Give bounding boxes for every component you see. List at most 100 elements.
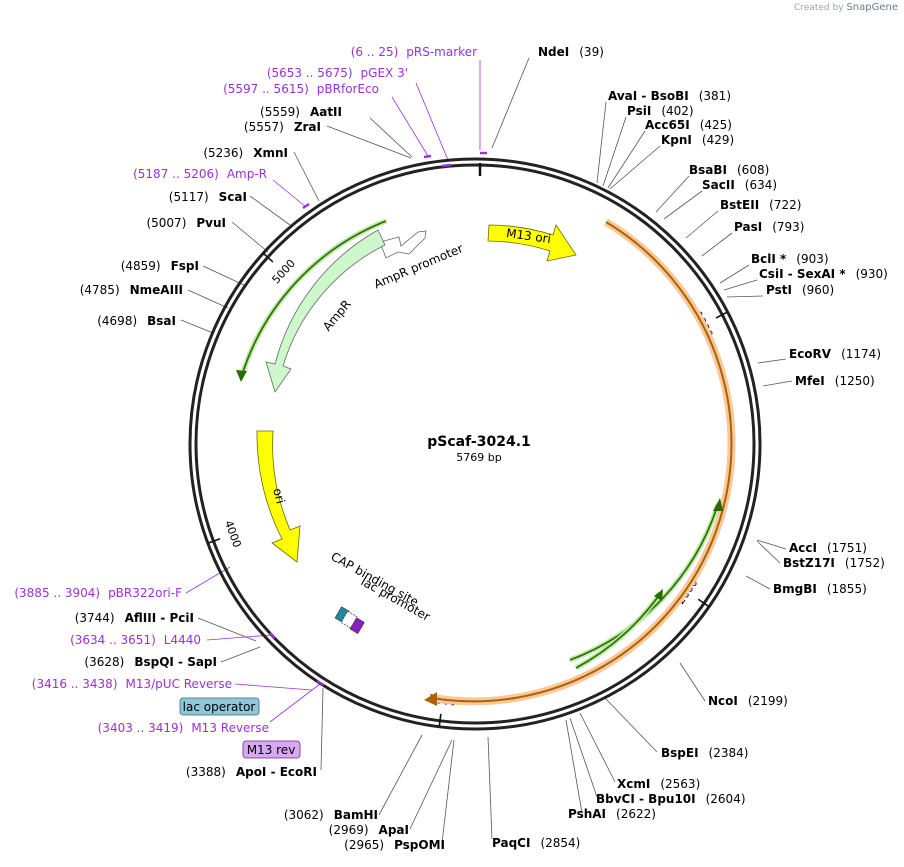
site-pasi: PasI(793)	[734, 220, 804, 234]
site-name: NmeAIII	[130, 283, 183, 297]
site-afliii-pcii: (3744)AflIII - PciI	[75, 611, 194, 625]
tick-3000	[438, 713, 442, 727]
site-position: (2384)	[709, 746, 749, 760]
site-name: ApaI	[379, 823, 409, 837]
green-primer-c-head	[236, 370, 247, 382]
site-acci: AccI(1751)	[789, 541, 867, 555]
primer-m13-puc-reverse: (3416 .. 3438)M13/pUC Reverse	[32, 677, 232, 691]
site-name: AccI	[789, 541, 817, 555]
site-position: (793)	[772, 220, 804, 234]
site-position: (2563)	[660, 777, 700, 791]
site-label-sacii: SacII(634)	[702, 178, 777, 192]
site-position: (5117)	[169, 190, 209, 204]
site-position: (3628)	[84, 655, 124, 669]
connector-zrai	[326, 125, 412, 159]
site-position: (608)	[737, 163, 769, 177]
backbone-outer	[188, 157, 762, 731]
connector-amp-r	[272, 179, 307, 208]
site-name: BbvCI - Bpu10I	[596, 792, 696, 806]
site-ndei: NdeI (39)	[538, 45, 604, 59]
connector-afliii	[197, 617, 257, 642]
site-name: BamHI	[334, 808, 378, 822]
connector-ecorv	[757, 358, 787, 364]
site-psii: PsiI(402)	[627, 104, 694, 118]
site-name: BclI *	[751, 252, 787, 266]
orange-arc-head	[424, 692, 437, 706]
site-label-bsteii: BstEII(722)	[720, 198, 801, 212]
site-label-aatii: (5559)AatII	[260, 105, 342, 119]
site-label-acci: AccI(1751)	[789, 541, 867, 555]
primer-name: Amp-R	[227, 167, 267, 181]
tick-2000	[697, 598, 710, 608]
site-name: AatII	[310, 105, 342, 119]
site-label-kpni: KpnI(429)	[661, 133, 734, 147]
lac-operator-box	[179, 697, 260, 716]
primer-name: pBR322ori-F	[108, 586, 182, 600]
site-name: EcoRV	[789, 347, 832, 361]
site-name: NdeI	[538, 45, 569, 59]
primer-name: M13/pUC Reverse	[126, 677, 233, 691]
tick-1000	[715, 311, 728, 319]
connector-xcmi	[579, 712, 616, 783]
connector-l4440	[206, 634, 272, 641]
site-position: (381)	[699, 89, 731, 103]
left-site-labels: (5559)AatII(5557)ZraI(5236)XmnI(5117)Sca…	[75, 105, 445, 852]
site-zrai: (5557)ZraI	[244, 120, 321, 134]
lac-region-features	[334, 606, 365, 634]
connector-kpni	[609, 145, 661, 190]
site-name: AvaI - BsoBI	[608, 89, 689, 103]
site-name: ZraI	[294, 120, 321, 134]
site-csii-sexai: CsiI - SexAI *(930)	[759, 267, 888, 281]
site-bcli: BclI *(903)	[751, 252, 829, 266]
site-name: CsiI - SexAI *	[759, 267, 846, 281]
site-name: PstI	[766, 283, 792, 297]
connector-pshai	[565, 719, 583, 814]
site-paqci: PaqCI(2854)	[492, 836, 580, 850]
site-label-ecorv: EcoRV(1174)	[789, 347, 881, 361]
site-name: SacII	[702, 178, 735, 192]
site-position: (2622)	[616, 807, 656, 821]
green-primer-c	[241, 220, 387, 376]
site-position: (39)	[579, 45, 604, 59]
feature-ori-label: ori	[270, 487, 288, 506]
site-name: BspEI	[661, 746, 699, 760]
site-ecorv: EcoRV(1174)	[789, 347, 881, 361]
connector-scai	[249, 195, 291, 226]
site-name: MfeI	[795, 374, 825, 388]
site-label-paqci: PaqCI(2854)	[492, 836, 580, 850]
site-kpni: KpnI(429)	[661, 133, 734, 147]
site-acc65i: Acc65I(425)	[645, 118, 732, 132]
site-label-bstz17i: BstZ17I(1752)	[783, 556, 885, 570]
primer-range: (6 .. 25)	[351, 45, 399, 59]
site-label-xcmi: XcmI(2563)	[617, 777, 700, 791]
primer-marks	[269, 151, 487, 687]
plasmid-name: pScaf-3024.1	[427, 434, 531, 450]
connector-acci	[756, 539, 787, 550]
site-name: PsiI	[627, 104, 651, 118]
lac-operator-label: lac operator	[183, 700, 256, 714]
site-name: PaqCI	[492, 836, 530, 850]
site-label-ndei: NdeI (39)	[538, 45, 604, 59]
site-name: XmnI	[253, 146, 288, 160]
site-position: (2199)	[748, 694, 788, 708]
site-position: (2969)	[329, 823, 369, 837]
connector-avai	[596, 101, 607, 184]
connector-nmeaiii	[187, 289, 229, 309]
primer-range: (3885 .. 3904)	[14, 586, 100, 600]
connector-bbvci	[569, 717, 598, 798]
site-pspomi: (2965)PspOMI	[344, 838, 445, 852]
feature-m13-ori-arrow	[487, 224, 577, 262]
site-bstz17i: BstZ17I(1752)	[783, 556, 885, 570]
feature-ampr-promoter-arrow	[379, 230, 427, 259]
connector-pvui	[231, 221, 269, 253]
site-label-bmgbi: BmgBI(1855)	[773, 582, 867, 596]
site-bbvci-bpu10i: BbvCI - Bpu10I(2604)	[596, 792, 746, 806]
feature-ori-arrow	[256, 430, 301, 563]
site-position: (2965)	[344, 838, 384, 852]
connector-bsabi	[655, 175, 690, 213]
plasmid-length: 5769 bp	[456, 451, 501, 464]
site-label-xmni: (5236)XmnI	[203, 146, 288, 160]
primer-range: (3403 .. 3419)	[98, 721, 184, 735]
site-sacii: SacII(634)	[702, 178, 777, 192]
connector-m13-reverse	[269, 683, 321, 723]
